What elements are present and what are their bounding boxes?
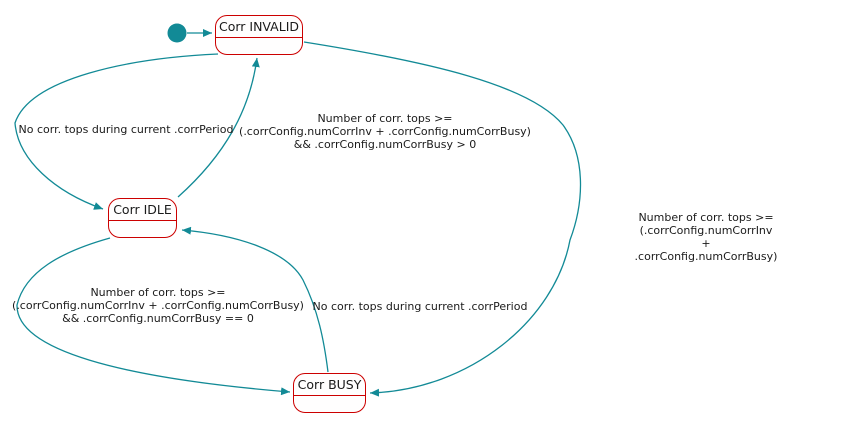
transition-label-invalid-to-busy: Number of corr. tops >= (.corrConfig.num…: [634, 211, 778, 263]
transition-invalid-to-busy-arrow: [303, 41, 582, 397]
transition-idle-to-busy-arrow: [16, 237, 291, 396]
state-corr-invalid: Corr INVALID: [215, 15, 303, 55]
transition-label-busy-to-idle: No corr. tops during current .corrPeriod: [312, 300, 528, 313]
state-corr-busy: Corr BUSY: [293, 373, 366, 413]
transition-busy-to-idle-arrow: [181, 226, 329, 373]
state-corr-invalid-label: Corr INVALID: [216, 16, 302, 38]
transition-invalid-to-idle-arrow: [14, 53, 219, 210]
state-corr-idle: Corr IDLE: [108, 198, 177, 238]
state-corr-busy-label: Corr BUSY: [294, 374, 365, 396]
transition-label-invalid-to-idle: No corr. tops during current .corrPeriod: [18, 123, 234, 136]
transition-idle-to-invalid-arrow: [177, 57, 260, 198]
state-corr-idle-label: Corr IDLE: [109, 199, 176, 221]
initial-state-marker: [167, 23, 187, 43]
transition-label-idle-to-busy: Number of corr. tops >= (.corrConfig.num…: [12, 286, 304, 325]
state-corr-invalid-body: [216, 38, 302, 54]
state-corr-idle-body: [109, 221, 176, 237]
transition-label-idle-to-invalid: Number of corr. tops >= (.corrConfig.num…: [239, 112, 531, 151]
state-corr-busy-body: [294, 396, 365, 412]
